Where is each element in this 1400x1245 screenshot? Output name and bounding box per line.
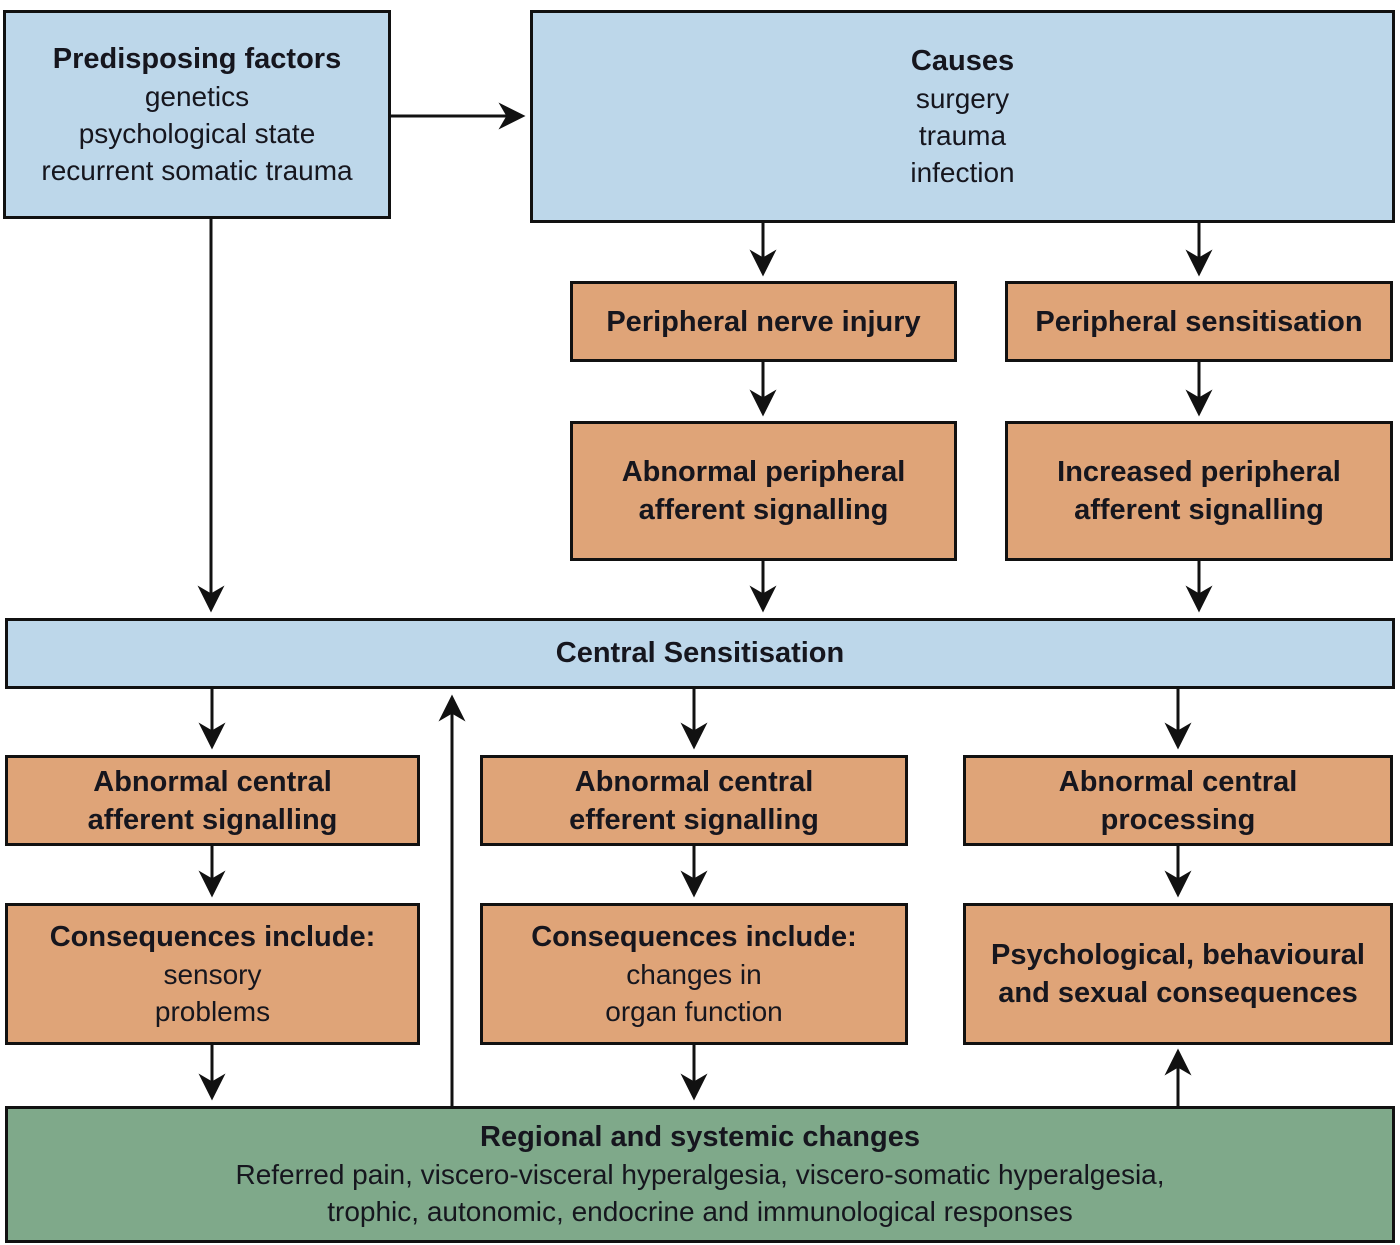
peripheral-sensitisation-box: Peripheral sensitisation [1005,281,1393,362]
box-line: genetics [144,80,250,112]
abnormal-central-processing-box: Abnormal central processing [963,755,1393,846]
box-line: psychological state [78,117,316,149]
box-line: Psychological, behavioural [991,939,1365,971]
box-title: Causes [910,44,1015,77]
psychological-behavioural-sexual-consequences-box: Psychological, behavioural and sexual co… [963,903,1393,1045]
box-line: Abnormal central [1058,765,1298,798]
box-line: afferent signalling [638,494,889,526]
box-title: Consequences include: [531,920,857,953]
box-line: trophic, autonomic, endocrine and immuno… [327,1196,1073,1227]
box-line: and sexual consequences [998,977,1358,1009]
box-line: Referred pain, viscero-visceral hyperalg… [235,1159,1165,1190]
box-line: surgery [915,82,1010,114]
box-line: trauma [918,119,1007,151]
box-title: Regional and systemic changes [480,1121,920,1153]
causes-box: Causes surgery trauma infection [530,10,1395,223]
abnormal-central-efferent-signalling-box: Abnormal central efferent signalling [480,755,908,846]
box-title: Peripheral sensitisation [1035,305,1363,338]
box-title: Predisposing factors [52,42,342,75]
box-title: Peripheral nerve injury [606,305,921,338]
predisposing-factors-box: Predisposing factors genetics psychologi… [3,10,391,219]
abnormal-central-afferent-signalling-box: Abnormal central afferent signalling [5,755,420,846]
box-line: problems [154,995,271,1027]
box-line: Abnormal central [93,765,332,798]
box-line: afferent signalling [1074,494,1324,526]
box-line: Abnormal central [574,765,814,798]
box-line: efferent signalling [569,803,819,836]
increased-peripheral-afferent-signalling-box: Increased peripheral afferent signalling [1005,421,1393,561]
central-sensitisation-bar: Central Sensitisation [5,618,1395,689]
box-line: recurrent somatic trauma [41,154,353,186]
box-line: Abnormal peripheral [621,456,906,488]
box-line: afferent signalling [87,803,338,836]
box-line: processing [1100,803,1256,836]
regional-systemic-changes-box: Regional and systemic changes Referred p… [5,1106,1395,1243]
consequences-sensory-box: Consequences include: sensory problems [5,903,420,1045]
consequences-organ-function-box: Consequences include: changes in organ f… [480,903,908,1045]
box-line: Increased peripheral [1057,456,1341,488]
peripheral-nerve-injury-box: Peripheral nerve injury [570,281,957,362]
box-line: infection [910,156,1015,188]
box-title: Consequences include: [49,920,376,953]
box-line: sensory [163,958,262,990]
box-title: Central Sensitisation [555,637,845,669]
box-line: changes in [626,958,762,990]
abnormal-peripheral-afferent-signalling-box: Abnormal peripheral afferent signalling [570,421,957,561]
box-line: organ function [605,995,783,1027]
